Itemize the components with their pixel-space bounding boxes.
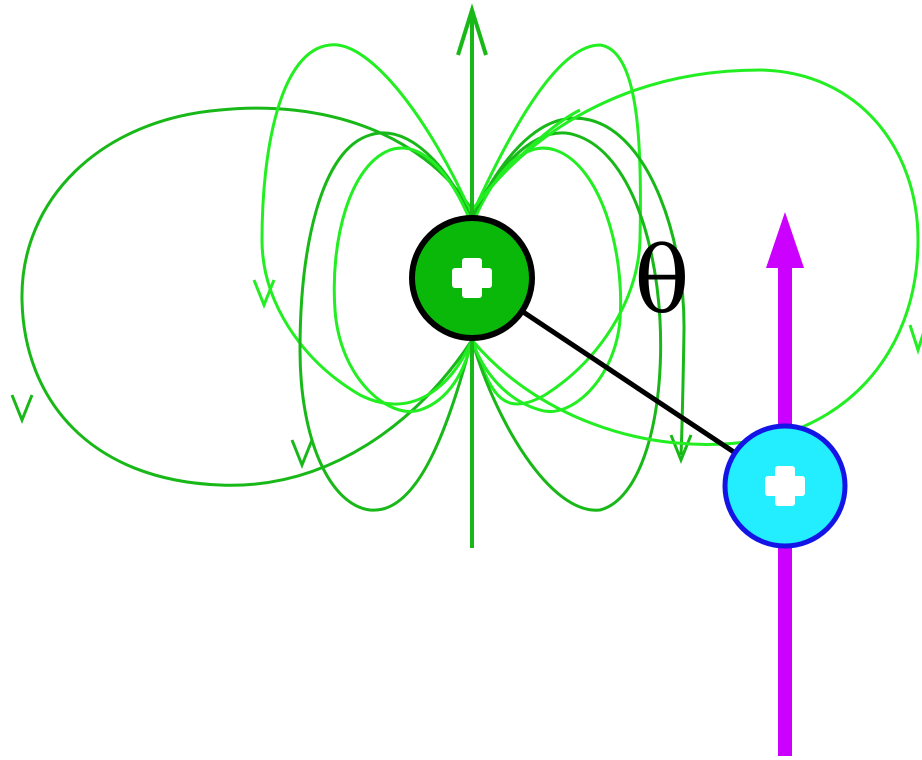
field-lines xyxy=(10,43,922,512)
field-line-left-small xyxy=(332,146,474,413)
field-line-left-inner xyxy=(260,43,474,406)
field-line-left-large-arrow xyxy=(10,394,34,425)
field-line-right-large xyxy=(470,68,920,446)
field-line-right-mid xyxy=(470,116,686,456)
field-line-left-lower xyxy=(298,131,474,512)
field-line-right-upper-arc xyxy=(470,108,581,211)
test-dipole xyxy=(722,423,848,549)
source-dipole xyxy=(409,215,535,341)
field-line-right-lower xyxy=(470,131,663,512)
plus-sign-icon xyxy=(765,466,805,506)
plus-sign-icon xyxy=(452,258,492,298)
field-line-left-large xyxy=(20,106,474,487)
field-line-left-inner-arrow xyxy=(252,279,276,310)
field-line-right-small xyxy=(470,146,623,413)
angle-label: θ xyxy=(634,227,689,334)
field-line-left-lower-arrow xyxy=(290,439,314,470)
field-line-right-large-arrow xyxy=(908,324,922,355)
